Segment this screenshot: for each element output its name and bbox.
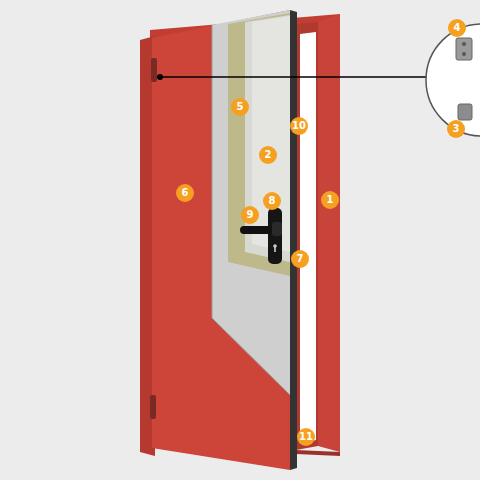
detail-inset — [426, 24, 480, 136]
callout-number: 3 — [447, 120, 465, 138]
screw — [462, 42, 466, 46]
callout-number: 7 — [291, 250, 309, 268]
door-leaf-edge — [290, 10, 297, 470]
callout-number: 1 — [321, 191, 339, 209]
callout-number: 11 — [297, 428, 315, 446]
callout-number: 6 — [176, 184, 194, 202]
callout-number: 5 — [231, 98, 249, 116]
hinge-detail — [456, 38, 472, 60]
callout-number: 4 — [448, 19, 466, 37]
callout-number: 2 — [259, 146, 277, 164]
hinge — [150, 395, 156, 419]
callout-number: 10 — [290, 117, 308, 135]
mineral-wool-top — [245, 15, 290, 262]
mineral-wool — [228, 13, 290, 276]
cut-edge — [212, 25, 213, 318]
frame-bottom-edge — [296, 450, 340, 456]
leader-line — [160, 76, 428, 78]
callout-number: 8 — [263, 192, 281, 210]
cut-edge — [212, 318, 290, 395]
door-leaf-face — [152, 10, 290, 470]
frame-right-side — [296, 22, 318, 450]
handle-plate — [268, 208, 282, 264]
bolt-detail — [458, 104, 472, 120]
frame-right-jamb — [318, 14, 340, 452]
screw — [462, 52, 466, 56]
leader-dot — [157, 74, 163, 80]
steel-sheet-layer — [212, 10, 290, 395]
callout-number: 9 — [241, 206, 259, 224]
handle-rose — [272, 222, 282, 236]
hinge — [151, 58, 157, 82]
door-opening — [300, 32, 316, 444]
keyhole — [274, 246, 276, 252]
